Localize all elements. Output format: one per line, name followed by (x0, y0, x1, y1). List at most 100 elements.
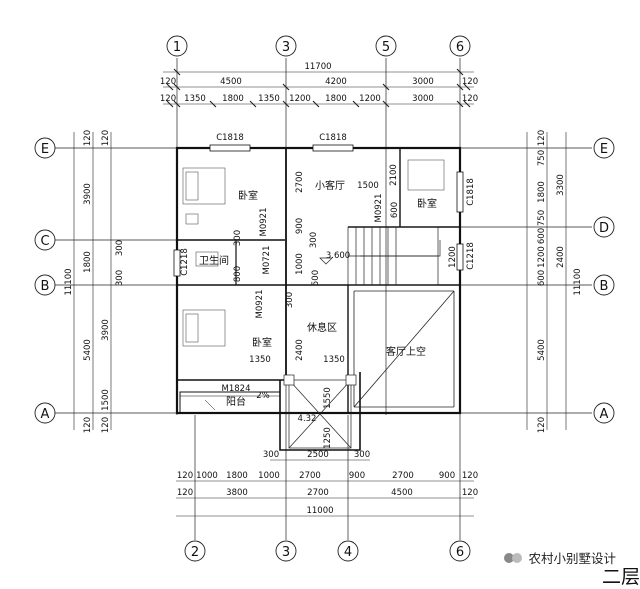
axis-top-1: 1 (173, 40, 181, 55)
dim-lines-right (526, 132, 567, 430)
axis-top-5: 5 (382, 40, 390, 55)
dim-top-r2-3: 1350 (258, 94, 280, 104)
floor-tag: 二层 (601, 566, 640, 588)
room-void: 客厅上空 (386, 345, 426, 358)
dim-right-i-5: 1200 (537, 246, 547, 268)
dim-top-r2-8: 120 (462, 94, 478, 104)
dim-bot-r1-2: 1800 (226, 471, 248, 481)
dim-right-o-0: 3300 (556, 174, 566, 196)
room-bedroom-1: 卧室 (238, 189, 258, 202)
dim-top-r2-5: 1800 (325, 94, 347, 104)
dim-left-o-1: 3900 (83, 183, 93, 205)
dim-top-total: 11700 (304, 62, 331, 72)
window-mark-2: C1818 (319, 133, 347, 143)
int-dim-17: 1200 (448, 246, 458, 268)
dim-bot-r2-0: 120 (177, 488, 193, 498)
axis-left-b: B (41, 279, 50, 294)
int-dim-1: 900 (295, 218, 305, 234)
level-mark: 3.600 (326, 251, 350, 261)
staircase (347, 226, 441, 286)
int-dim-12: 1550 (323, 387, 333, 409)
dim-bot-r2-2: 2700 (307, 488, 329, 498)
dim-bot-r2-3: 4500 (391, 488, 413, 498)
axis-bubbles (34, 35, 615, 562)
axis-grid (55, 58, 592, 540)
windows (173, 144, 464, 277)
int-dim-9: 2400 (295, 339, 305, 361)
window-mark-3: C1818 (466, 178, 476, 206)
axis-right-b: B (600, 279, 609, 294)
axis-bottom-3: 3 (282, 545, 290, 560)
level-triangle (319, 257, 333, 265)
dim-top-r2-0: 120 (160, 94, 176, 104)
level-mark-2: 4.32 (298, 414, 317, 424)
axis-left-a: A (41, 407, 50, 422)
dim-bot-r2-1: 3800 (226, 488, 248, 498)
dim-left-o-0: 120 (83, 130, 93, 146)
door-mark-1: M0921 (259, 208, 269, 237)
dim-left-o-4: 120 (83, 417, 93, 433)
axis-bottom-4: 4 (344, 545, 352, 560)
dim-top-r2-4: 1200 (289, 94, 311, 104)
watermark-logo-icon (503, 551, 523, 565)
dim-right-i-2: 1800 (537, 181, 547, 203)
dim-top-r2-6: 1200 (359, 94, 381, 104)
dim-bot-r2-4: 120 (462, 488, 478, 498)
dim-porch-2: 300 (354, 450, 370, 460)
axis-right-e: E (600, 142, 608, 157)
dim-left-i-1: 300 (115, 240, 125, 256)
dim-top-r1-4: 120 (462, 77, 478, 87)
int-dim-10: 1350 (249, 355, 271, 365)
axis-top-6: 6 (456, 40, 464, 55)
dim-bot-r1-5: 900 (349, 471, 365, 481)
room-small-living: 小客厅 (315, 179, 345, 192)
int-dim-13: 1250 (323, 427, 333, 449)
dim-left-i-4: 1500 (101, 389, 111, 411)
porch (283, 374, 357, 449)
dim-bot-r1-1: 1000 (196, 471, 218, 481)
int-dim-14: 300 (285, 292, 295, 308)
axis-right-a: A (600, 407, 609, 422)
furniture (182, 159, 445, 347)
room-bedroom-3: 卧室 (252, 336, 272, 349)
dim-left-i-3: 3900 (101, 319, 111, 341)
dim-lines-left (73, 132, 112, 430)
dim-bot-r1-4: 2700 (299, 471, 321, 481)
int-dim-4: 1000 (295, 253, 305, 275)
dim-left-o-2: 1800 (83, 251, 93, 273)
watermark: 农村小别墅设计 (503, 548, 616, 567)
dim-porch-0: 300 (263, 450, 279, 460)
axis-left-c: C (40, 234, 49, 249)
door-mark-2: M0921 (374, 194, 384, 223)
axis-bottom-6: 6 (456, 545, 464, 560)
walls (175, 146, 462, 451)
window-mark-4: C1218 (180, 248, 190, 276)
room-rest-area: 休息区 (307, 321, 337, 334)
dim-left-total: 11100 (64, 268, 74, 295)
dim-top-r1-1: 4500 (220, 77, 242, 87)
axis-right-d: D (599, 221, 609, 236)
dim-right-i-8: 120 (537, 417, 547, 433)
dim-right-i-6: 600 (537, 270, 547, 286)
dim-right-i-1: 750 (537, 150, 547, 166)
dim-lines-top (163, 68, 474, 108)
dim-bot-r1-3: 1000 (258, 471, 280, 481)
dim-right-i-0: 120 (537, 130, 547, 146)
door-mark-6: M1824 (222, 384, 251, 394)
room-balcony: 阳台 (226, 395, 246, 408)
dim-top-r1-2: 4200 (325, 77, 347, 87)
int-dim-8: 600 (390, 202, 400, 218)
dim-top-r2-2: 1800 (222, 94, 244, 104)
axis-top-3: 3 (282, 40, 290, 55)
dim-top-r2-1: 1350 (184, 94, 206, 104)
axis-bottom-2: 2 (191, 545, 199, 560)
balcony (179, 391, 281, 414)
room-bathroom: 卫生间 (199, 254, 229, 267)
dim-bot-total: 11000 (306, 506, 333, 516)
dim-bot-r1-6: 2700 (392, 471, 414, 481)
int-dim-0: 2700 (295, 171, 305, 193)
door-mark-4: M0721 (262, 246, 272, 275)
dim-right-total: 11100 (573, 268, 583, 295)
